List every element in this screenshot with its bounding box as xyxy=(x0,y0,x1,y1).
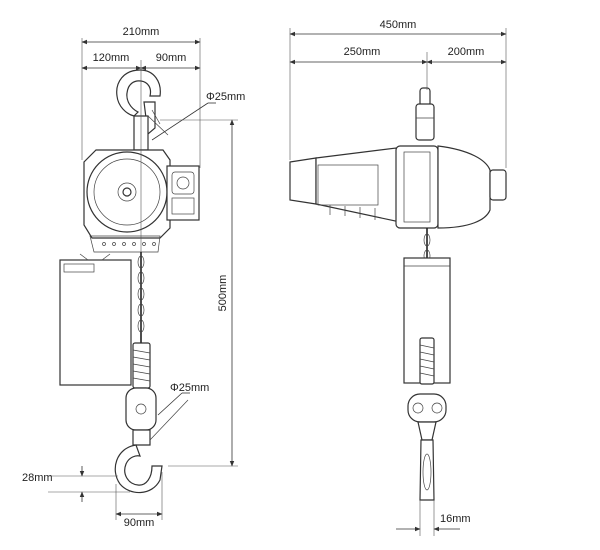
side-top-hook xyxy=(415,87,435,141)
label-front-total-width: 210mm xyxy=(123,26,160,38)
label-top-hook-diameter: Φ25mm xyxy=(206,91,245,103)
front-chain-bag xyxy=(59,253,132,386)
label-hook-width: 90mm xyxy=(124,517,155,529)
side-motor xyxy=(289,147,401,223)
label-front-right-width: 90mm xyxy=(156,52,187,64)
side-bottom-hook xyxy=(419,439,435,536)
label-bottom-hook-diameter: Φ25mm xyxy=(170,382,209,394)
side-bottom-block xyxy=(407,393,447,441)
label-total-height: 500mm xyxy=(217,275,229,312)
front-housing xyxy=(83,149,200,253)
side-spring xyxy=(419,337,435,385)
side-view: 450mm 250mm 200mm 16mm xyxy=(289,19,507,536)
label-chain-width: 16mm xyxy=(440,513,471,525)
side-dimension-lines xyxy=(289,28,507,532)
label-side-right-width: 200mm xyxy=(448,46,485,58)
front-view: 210mm 120mm 90mm Φ25mm 500mm Φ25mm 28mm … xyxy=(22,26,245,529)
label-hook-opening-height: 28mm xyxy=(22,472,53,484)
front-dimension-lines xyxy=(48,38,238,520)
label-side-total-width: 450mm xyxy=(380,19,417,31)
front-bottom-hook xyxy=(114,387,189,494)
label-side-left-width: 250mm xyxy=(344,46,381,58)
front-top-hook xyxy=(116,69,169,151)
front-chain xyxy=(137,252,145,345)
label-front-left-width: 120mm xyxy=(93,52,130,64)
front-spring xyxy=(132,342,151,389)
side-gearbox xyxy=(395,145,507,229)
